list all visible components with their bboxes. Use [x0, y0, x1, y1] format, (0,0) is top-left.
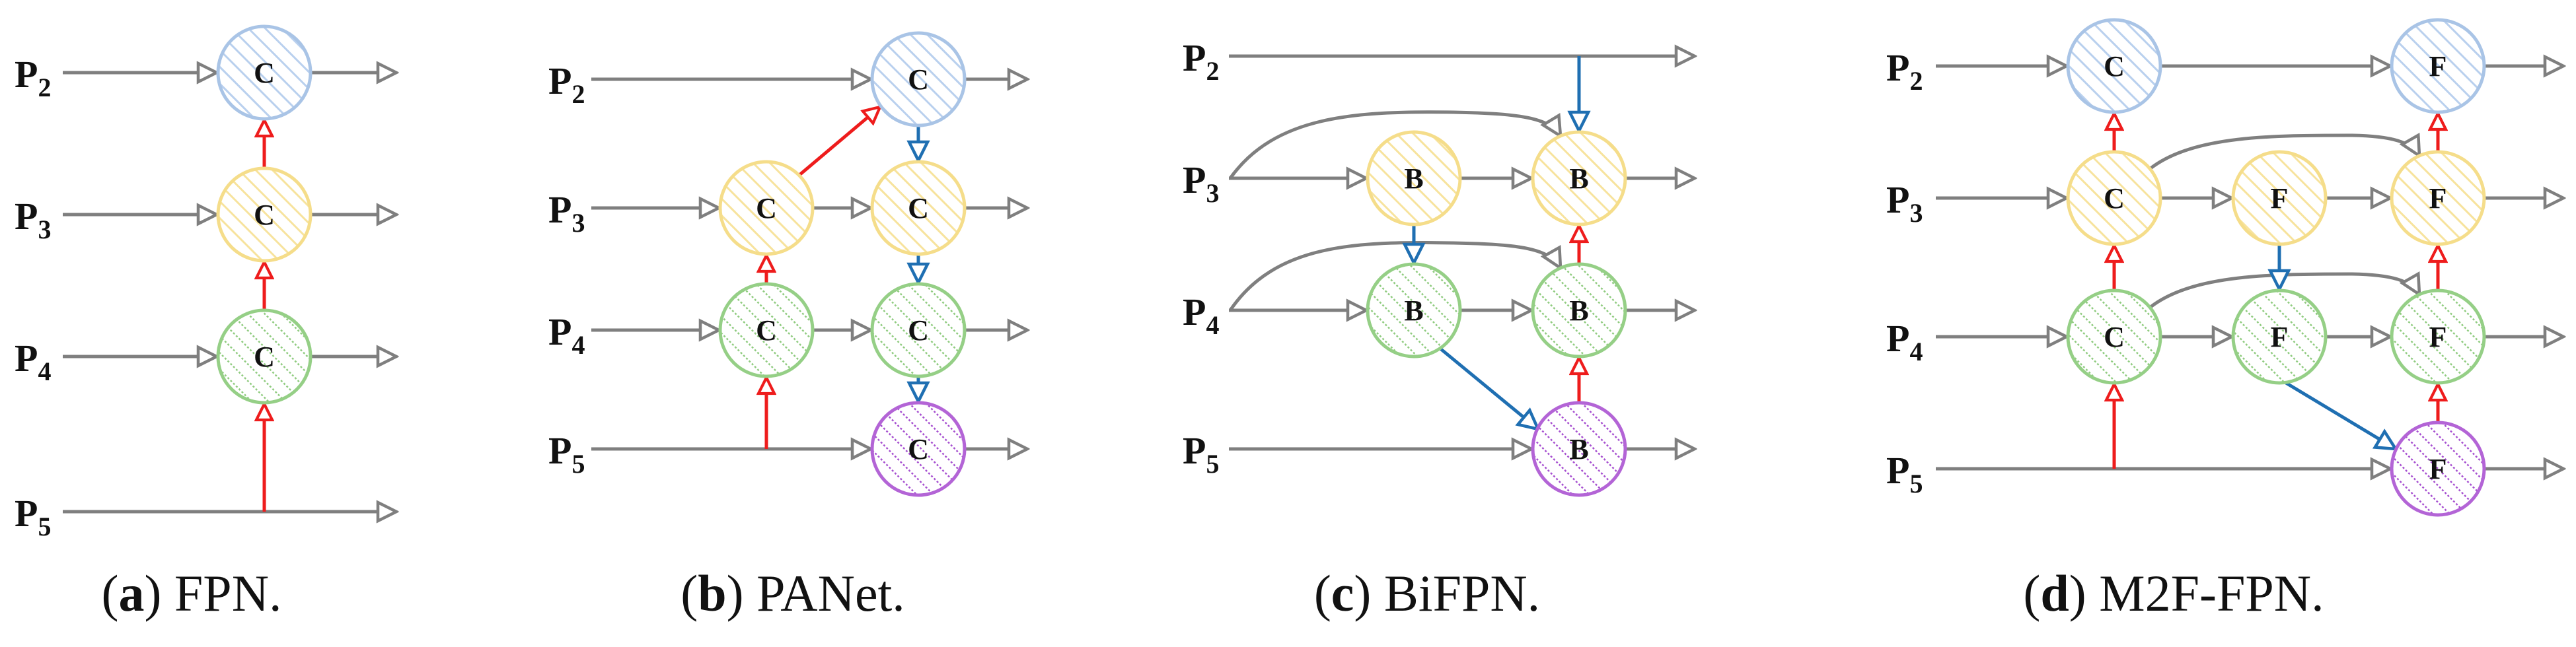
bifpn-node: B	[1531, 130, 1627, 226]
nodes-layer: C C C C C C C C C B B B B B C F C F F C F F F	[216, 18, 2486, 517]
bifpn-node-label: B	[1569, 162, 1588, 195]
edges-layer	[63, 56, 2563, 512]
m2f-node-label: C	[2104, 50, 2125, 83]
panet-node-label: C	[908, 433, 929, 465]
m2f-node-label: F	[2271, 182, 2289, 215]
panet-node: C	[718, 160, 815, 256]
fpn-node: C	[216, 308, 313, 405]
bifpn-node-label: B	[1404, 162, 1423, 195]
fpn-node-label: C	[254, 199, 275, 231]
m2f-bottomup-arrow	[2285, 381, 2396, 449]
caption-m2f-fpn: (d) M2F-FPN.	[2023, 564, 2324, 622]
fpn-node: C	[216, 24, 313, 121]
m2f-node-label: F	[2271, 321, 2289, 353]
caption-fpn: (a) FPN.	[101, 564, 281, 622]
bifpn-node: B	[1366, 130, 1462, 226]
bifpn-skip-arrow	[1228, 110, 1561, 180]
panet-level-p2: P2	[548, 59, 585, 109]
fpn-node-label: C	[254, 341, 275, 373]
panet-node: C	[870, 401, 967, 497]
fpn-level-p4: P4	[15, 337, 51, 386]
m2f-skip-arrow	[2149, 274, 2419, 308]
m2f-node-label: C	[2104, 182, 2125, 215]
fpn-node: C	[216, 166, 313, 263]
m2f-node: C	[2066, 150, 2162, 246]
bifpn-level-p4: P4	[1183, 290, 1219, 340]
bifpn-skip-arrow	[1228, 240, 1561, 312]
fpn-level-p3: P3	[15, 195, 51, 244]
m2f-node: F	[2231, 289, 2328, 385]
m2f-node: C	[2066, 289, 2162, 385]
panet-topdown-arrow	[798, 107, 880, 176]
panet-node-label: C	[908, 192, 929, 224]
m2f-level-p3: P3	[1886, 178, 1923, 228]
m2f-level-p4: P4	[1886, 317, 1923, 366]
panet-node: C	[870, 160, 967, 256]
bifpn-node-label: B	[1569, 294, 1588, 327]
m2f-node: F	[2390, 289, 2486, 385]
m2f-node: F	[2390, 421, 2486, 517]
bifpn-node: B	[1531, 401, 1627, 497]
bifpn-level-p3: P3	[1183, 158, 1219, 208]
fpn-level-p5: P5	[15, 492, 51, 541]
bifpn-topdown-arrow	[1439, 347, 1538, 429]
caption-panet: (b) PANet.	[681, 564, 905, 622]
m2f-node-label: F	[2429, 321, 2447, 353]
bifpn-node: B	[1531, 262, 1627, 358]
panet-node-label: C	[756, 314, 777, 347]
m2f-node-label: F	[2429, 50, 2447, 83]
m2f-node-label: C	[2104, 321, 2125, 353]
panet-node-label: C	[908, 314, 929, 347]
panet-level-p4: P4	[548, 310, 585, 360]
panet-node-label: C	[756, 192, 777, 224]
caption-bifpn: (c) BiFPN.	[1314, 564, 1540, 622]
m2f-level-p2: P2	[1886, 46, 1923, 96]
m2f-node: C	[2066, 18, 2162, 114]
panet-node: C	[870, 31, 967, 127]
m2f-node: F	[2390, 150, 2486, 246]
bifpn-node: B	[1366, 262, 1462, 358]
bifpn-level-p5: P5	[1183, 429, 1219, 479]
m2f-level-p5: P5	[1886, 449, 1923, 498]
bifpn-node-label: B	[1569, 433, 1588, 465]
panet-level-p5: P5	[548, 429, 585, 479]
m2f-node: F	[2390, 18, 2486, 114]
bifpn-level-p2: P2	[1183, 36, 1219, 86]
fpn-node-label: C	[254, 57, 275, 89]
panet-node: C	[870, 282, 967, 378]
m2f-node-label: F	[2429, 182, 2447, 215]
bifpn-node-label: B	[1404, 294, 1423, 327]
panet-node-label: C	[908, 63, 929, 96]
fpn-level-p2: P2	[15, 53, 51, 102]
m2f-node: F	[2231, 150, 2328, 246]
m2f-node-label: F	[2429, 453, 2447, 485]
m2f-skip-arrow	[2149, 135, 2419, 170]
panet-node: C	[718, 282, 815, 378]
panet-level-p3: P3	[548, 188, 585, 238]
